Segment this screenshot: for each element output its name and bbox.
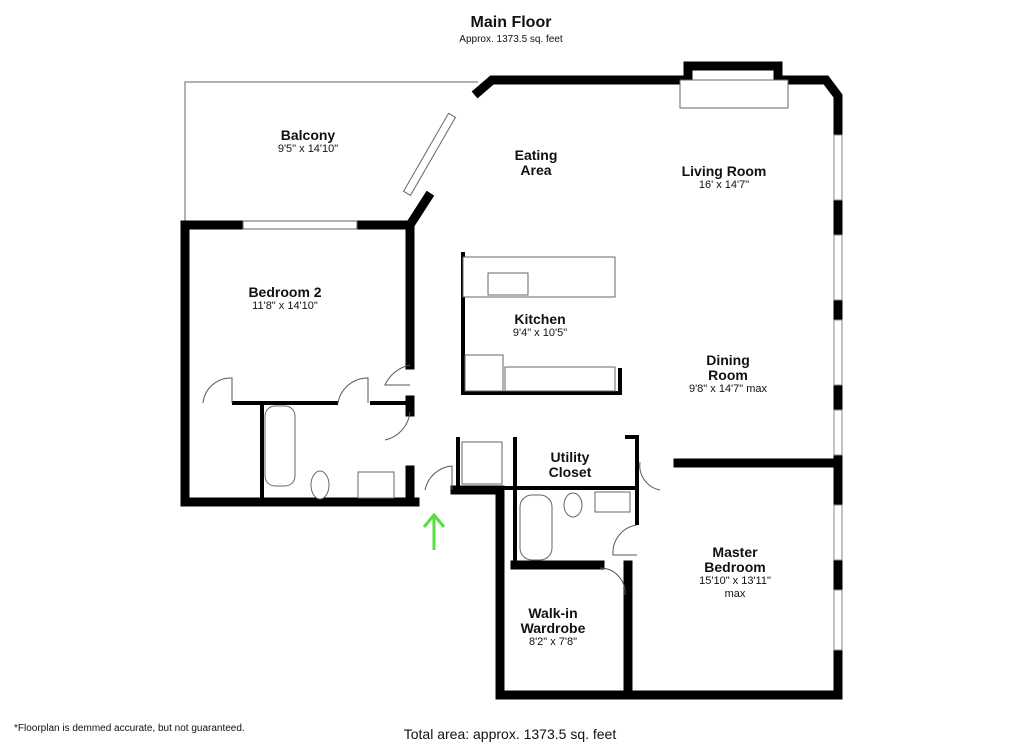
room-name: Walk-in Wardrobe	[520, 605, 586, 636]
balcony-outline	[184, 81, 478, 225]
fixtures	[242, 79, 789, 561]
total-area: Total area: approx. 1373.5 sq. feet	[403, 726, 617, 742]
room-dim: 15'10" x 13'11" max	[699, 575, 771, 600]
room-name: Kitchen	[514, 311, 566, 327]
room-dim: 16' x 14'7"	[698, 179, 750, 191]
room-utility-closet: Utility Closet	[540, 450, 600, 480]
room-name: Bedroom 2	[248, 284, 322, 300]
room-name: Master Bedroom	[704, 544, 766, 575]
room-name: Utility Closet	[548, 449, 592, 480]
room-name: Balcony	[280, 127, 336, 143]
room-name: Dining Room	[706, 352, 750, 383]
interior-walls	[232, 252, 639, 565]
plan-subtitle: Approx. 1373.5 sq. feet	[459, 34, 563, 45]
walls	[180, 61, 843, 700]
room-dim: 9'4" x 10'5"	[512, 327, 568, 339]
room-dim: 9'5" x 14'10"	[277, 143, 339, 155]
doors	[202, 364, 661, 596]
plan-title: Main Floor	[470, 14, 552, 31]
room-dim: 11'8" x 14'10"	[252, 300, 318, 312]
windows	[833, 134, 843, 651]
entry-arrow-icon	[422, 512, 446, 550]
room-dim: 9'8" x 14'7" max	[688, 383, 768, 395]
room-name: Living Room	[681, 163, 767, 179]
disclaimer: *Floorplan is demmed accurate, but not g…	[14, 723, 245, 734]
room-name: Eating Area	[514, 147, 558, 178]
room-eating-area: Eating Area	[506, 148, 566, 178]
room-dim: 8'2" x 7'8"	[528, 636, 578, 648]
